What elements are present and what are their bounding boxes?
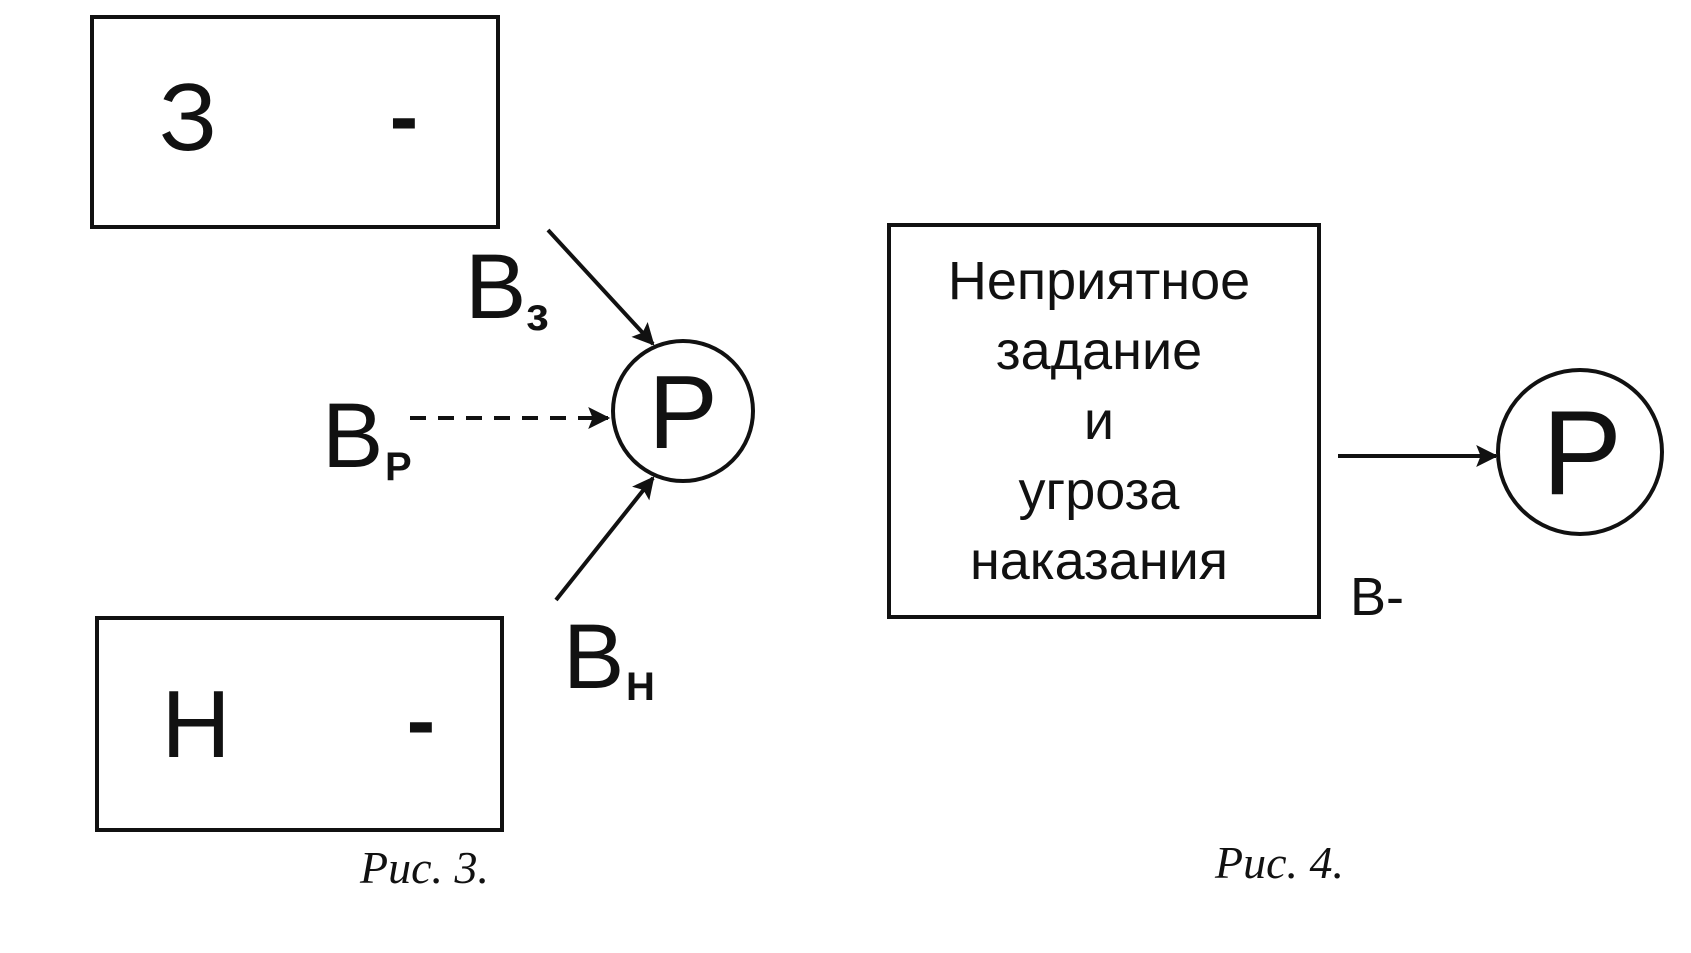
label-bz-sub: з <box>526 288 549 340</box>
box-z: З - <box>90 15 500 229</box>
arrow-bn <box>554 476 655 602</box>
circle-r-fig4-letter: Р <box>1542 386 1622 520</box>
box-task-line-1: Неприятное <box>948 251 1250 311</box>
box-task-line-2: задание <box>996 321 1202 381</box>
circle-r-fig3-letter: Р <box>648 355 717 471</box>
figure-3: З - Н - Р В з В Р В Н <box>90 15 755 893</box>
box-n-letter: Н <box>161 671 230 778</box>
circle-r-fig4-ring <box>1496 368 1664 536</box>
caption-fig4: Рис. 4. <box>1214 837 1344 888</box>
circle-r-fig3-ring <box>611 339 755 483</box>
box-task: Неприятное задание и угроза наказания <box>887 223 1321 619</box>
box-n-sign: - <box>407 673 436 769</box>
box-task-line-3: и <box>1084 391 1114 451</box>
label-br-main: В <box>322 385 383 487</box>
label-br: В Р <box>322 385 412 489</box>
caption-fig3: Рис. 3. <box>359 842 489 893</box>
arrow-bz <box>546 228 655 346</box>
label-bminus: В- <box>1350 567 1404 627</box>
label-bn: В Н <box>563 606 655 709</box>
box-n-frame <box>95 616 504 832</box>
label-bz-main: В <box>465 236 526 338</box>
label-bn-sub: Н <box>626 665 655 709</box>
box-task-frame <box>887 223 1321 619</box>
box-n: Н - <box>95 616 504 832</box>
label-bn-main: В <box>563 606 624 708</box>
box-z-sign: - <box>390 69 419 165</box>
box-task-line-4: угроза <box>1019 461 1181 521</box>
box-z-frame <box>90 15 500 229</box>
circle-r-fig4: Р <box>1496 368 1664 536</box>
box-z-letter: З <box>159 64 217 171</box>
figure-4: Неприятное задание и угроза наказания В-… <box>887 223 1664 888</box>
label-bz: В з <box>465 236 549 340</box>
circle-r-fig3: Р <box>611 339 755 483</box>
label-br-sub: Р <box>385 445 412 489</box>
box-task-line-5: наказания <box>970 531 1228 591</box>
